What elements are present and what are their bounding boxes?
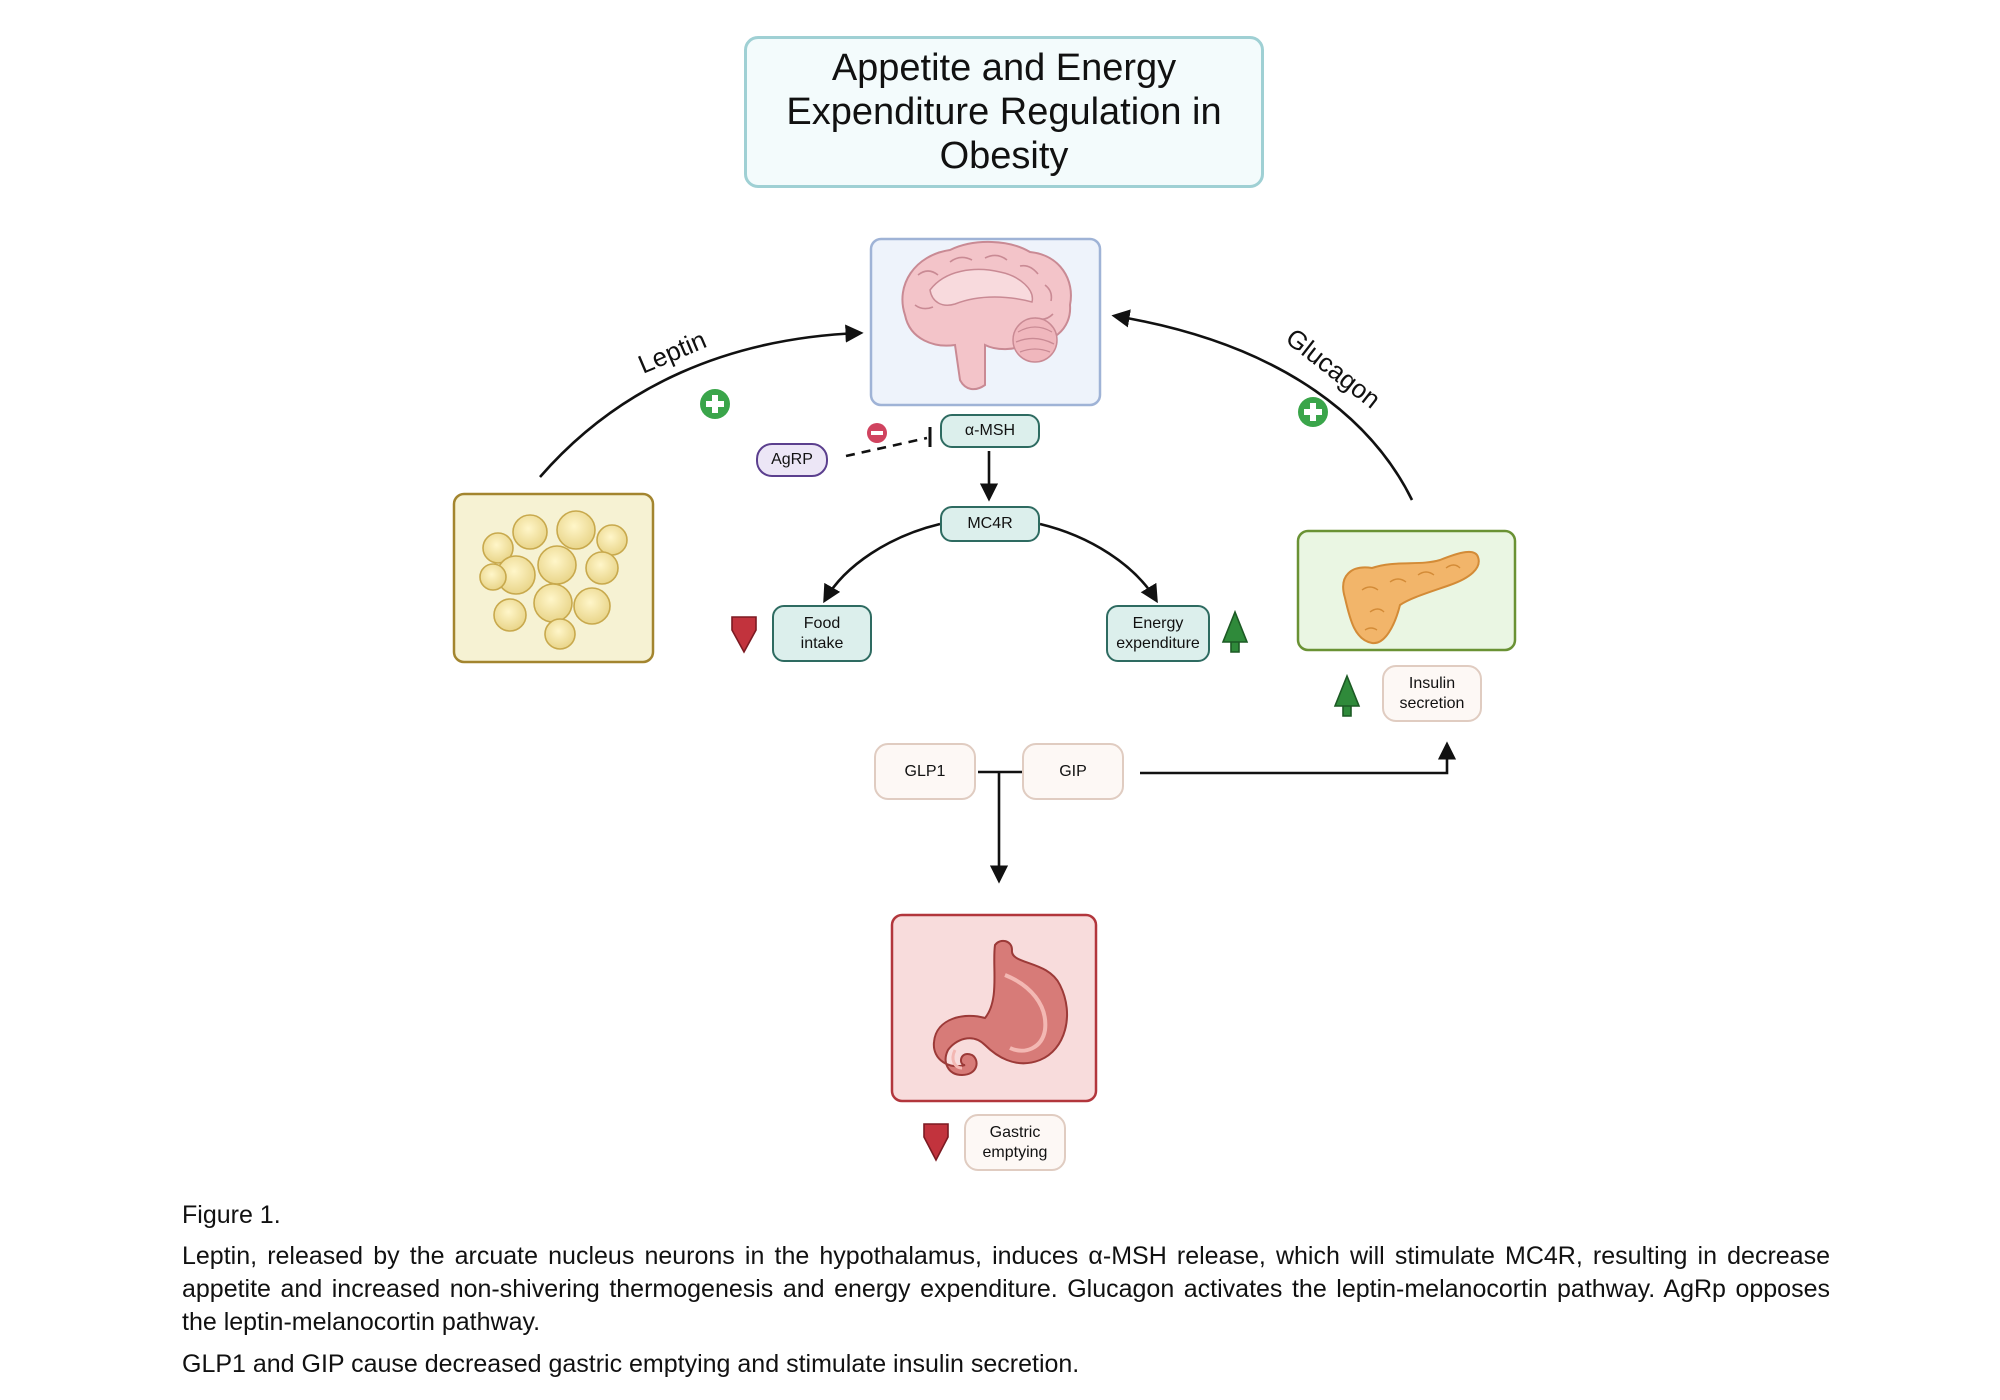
gip-node: GIP (1022, 743, 1124, 800)
gastric-label-line1: Gastric (989, 1123, 1041, 1141)
plus-icon (700, 389, 730, 419)
down-arrow-icon (923, 1123, 949, 1162)
food-intake-label-line2: intake (800, 634, 844, 652)
alpha-msh-node: α-MSH (940, 414, 1040, 448)
agrp-inhibition-line (845, 436, 928, 458)
glp1-node: GLP1 (874, 743, 976, 800)
up-arrow-icon (1333, 673, 1361, 717)
food-intake-node: Food intake (772, 605, 872, 662)
adipose-panel (452, 492, 655, 664)
brain-icon (901, 241, 1072, 391)
glucagon-arrow (1111, 309, 1414, 501)
mc4r-to-energy-arrow (1039, 522, 1158, 604)
minus-icon (867, 423, 887, 443)
stomach-icon (932, 939, 1069, 1077)
insulin-label-line2: secretion (1399, 694, 1465, 712)
brain-panel (869, 237, 1102, 407)
gastric-emptying-node: Gastric emptying (964, 1114, 1066, 1171)
insulin-secretion-node: Insulin secretion (1382, 665, 1482, 722)
plus-icon (1298, 397, 1328, 427)
leptin-label: Leptin (634, 324, 711, 379)
insulin-label-line1: Insulin (1408, 674, 1456, 692)
adipose-cells-icon (479, 510, 628, 650)
mc4r-node: MC4R (940, 506, 1040, 542)
energy-expenditure-label-line2: expenditure (1116, 634, 1200, 652)
leptin-arrow (539, 324, 864, 478)
caption-paragraph-2: GLP1 and GIP cause decreased gastric emp… (182, 1350, 1080, 1378)
caption-paragraph-1: Leptin, released by the arcuate nucleus … (182, 1242, 1830, 1336)
down-arrow-icon (731, 616, 757, 654)
diagram-title: Appetite and Energy Expenditure Regulati… (744, 36, 1264, 188)
agrp-node: AgRP (756, 443, 828, 477)
stomach-panel (890, 913, 1098, 1103)
pancreas-icon (1342, 550, 1480, 645)
energy-expenditure-node: Energy expenditure (1106, 605, 1210, 662)
pancreas-panel (1296, 529, 1517, 652)
to-insulin-arrow (1140, 741, 1457, 775)
figure-label: Figure 1. (182, 1201, 281, 1229)
glucagon-label: Glucagon (1280, 322, 1386, 414)
energy-expenditure-label-line1: Energy (1132, 614, 1184, 632)
food-intake-label-line1: Food (803, 614, 841, 632)
mc4r-to-food-arrow (823, 522, 941, 604)
up-arrow-icon (1221, 609, 1249, 653)
gastric-label-line2: emptying (982, 1143, 1048, 1161)
